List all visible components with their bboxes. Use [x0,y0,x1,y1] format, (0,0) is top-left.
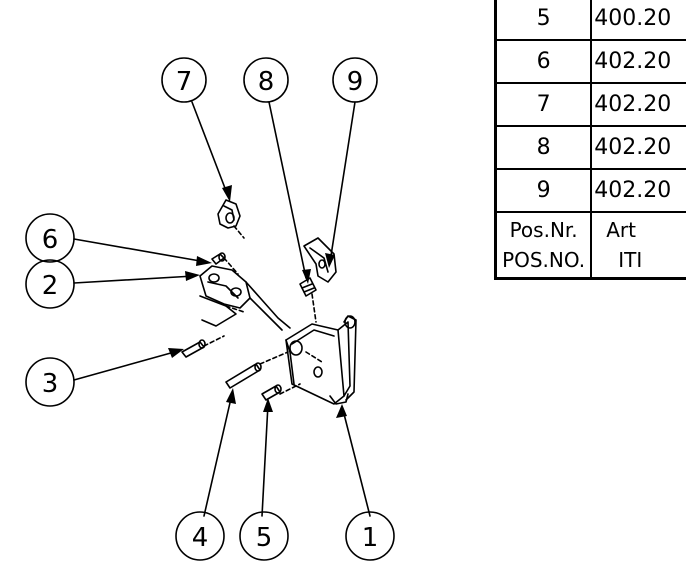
balloon-9: 9 [332,57,378,103]
article-cell: 402.20 [590,125,686,170]
pos-cell: 9 [494,168,593,213]
table-row: 8 402.20 [494,125,686,170]
pos-cell: 5 [494,0,593,41]
pos-cell: 8 [494,125,593,170]
balloon-3: 3 [25,357,75,407]
svg-text:7: 7 [176,67,193,97]
pos-header-en: POS.NO. [502,248,586,272]
part-8-spring [299,277,317,323]
table-row: 6 402.20 [494,39,686,84]
svg-text:2: 2 [42,271,59,301]
part-9-lever [303,237,337,283]
svg-text:5: 5 [256,523,273,553]
pos-header-cell: Pos.Nr. POS.NO. [494,211,593,280]
svg-text:6: 6 [42,225,59,255]
pos-header-de: Pos.Nr. [509,218,578,242]
balloon-8: 8 [243,57,289,103]
balloon-1: 1 [345,511,395,561]
parts-list-table: 5 400.20 6 402.20 7 402.20 8 402.20 9 40… [494,0,686,334]
svg-text:3: 3 [42,369,59,399]
balloon-5: 5 [239,511,289,561]
part-5-pin [261,384,282,401]
leader-arrowheads [168,185,347,418]
part-7-clip [217,199,245,239]
table-row: 5 400.20 [494,0,686,41]
article-header-cell: Art ITI [590,211,686,280]
article-cell: 402.20 [590,82,686,127]
part-3-pin [181,335,225,358]
leader-lines [73,101,371,517]
balloon-7: 7 [161,57,207,103]
balloon-4: 4 [175,511,225,561]
part-2-bracket [199,265,291,331]
part-4-pin [225,362,262,389]
svg-text:4: 4 [192,523,209,553]
part-6-pin [211,252,239,275]
article-header-en: ITI [618,248,643,272]
table-row: 7 402.20 [494,82,686,127]
pos-cell: 6 [494,39,593,84]
svg-text:1: 1 [362,523,379,553]
exploded-assembly-view: 7 8 9 6 2 3 4 [25,57,395,561]
part-1-housing [259,315,357,405]
table-header-row: Pos.Nr. POS.NO. Art ITI [494,211,686,280]
table-row: 9 402.20 [494,168,686,213]
balloon-2: 2 [25,259,75,309]
article-header-de: Art [606,218,636,242]
article-cell: 402.20 [590,168,686,213]
article-cell: 400.20 [590,0,686,41]
pos-cell: 7 [494,82,593,127]
svg-text:8: 8 [258,67,275,97]
balloon-6: 6 [25,213,75,263]
svg-text:9: 9 [347,67,364,97]
article-cell: 402.20 [590,39,686,84]
